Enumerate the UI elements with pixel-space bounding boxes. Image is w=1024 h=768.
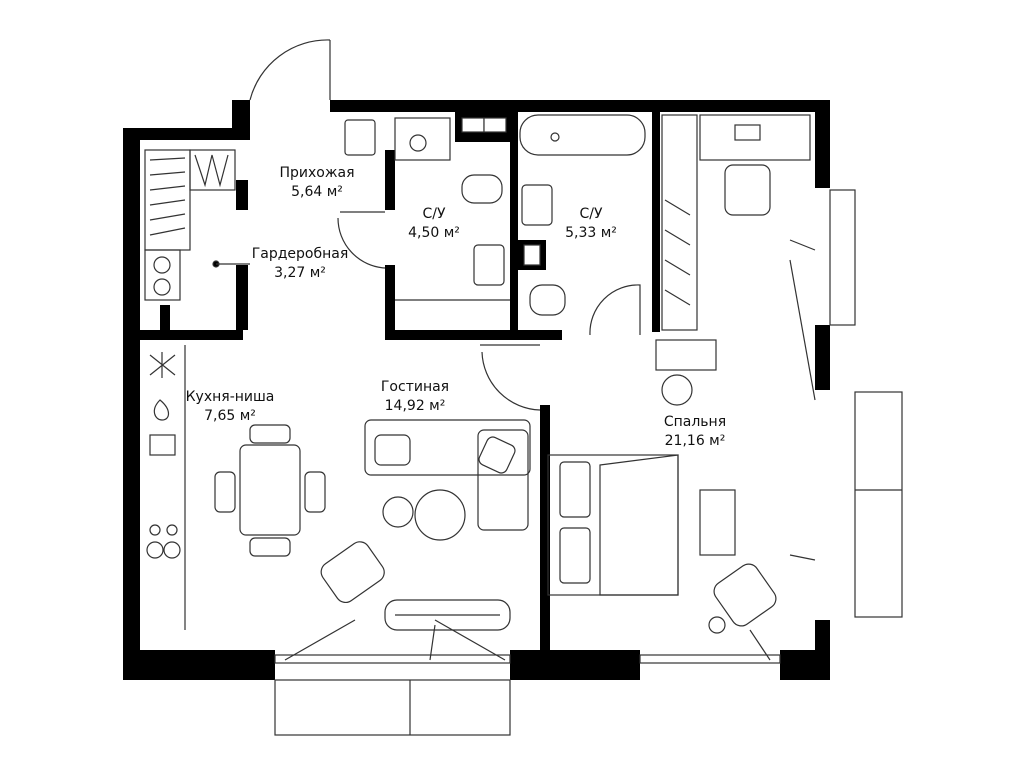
room-label-hallway: Прихожая 5,64 м² bbox=[280, 164, 355, 202]
room-label-wardrobe: Гардеробная 3,27 м² bbox=[252, 245, 349, 283]
room-area: 14,92 м² bbox=[384, 398, 446, 414]
room-name: Спальня bbox=[663, 414, 727, 430]
room-name: Кухня-ниша bbox=[185, 389, 275, 405]
room-name: С/У bbox=[579, 206, 603, 222]
room-area: 5,33 м² bbox=[565, 225, 617, 241]
room-label-bathroom-2: С/У 5,33 м² bbox=[565, 205, 617, 243]
room-label-bathroom-1: С/У 4,50 м² bbox=[408, 205, 460, 243]
room-area: 4,50 м² bbox=[408, 225, 460, 241]
room-label-bedroom: Спальня 21,16 м² bbox=[664, 413, 726, 451]
fixtures bbox=[144, 39, 903, 736]
room-area: 7,65 м² bbox=[204, 408, 256, 424]
room-label-living-room: Гостиная 14,92 м² bbox=[381, 378, 449, 416]
room-name: Гостиная bbox=[380, 379, 450, 395]
room-name: Гардеробная bbox=[251, 246, 349, 262]
room-area: 3,27 м² bbox=[274, 265, 326, 281]
room-label-kitchen: Кухня-ниша 7,65 м² bbox=[186, 388, 275, 426]
watermark: Новострой-М bbox=[860, 708, 1011, 741]
room-area: 5,64 м² bbox=[291, 184, 343, 200]
room-area: 21,16 м² bbox=[664, 433, 726, 449]
walls bbox=[123, 100, 830, 680]
room-name: Прихожая bbox=[279, 165, 355, 181]
room-name: С/У bbox=[422, 206, 446, 222]
